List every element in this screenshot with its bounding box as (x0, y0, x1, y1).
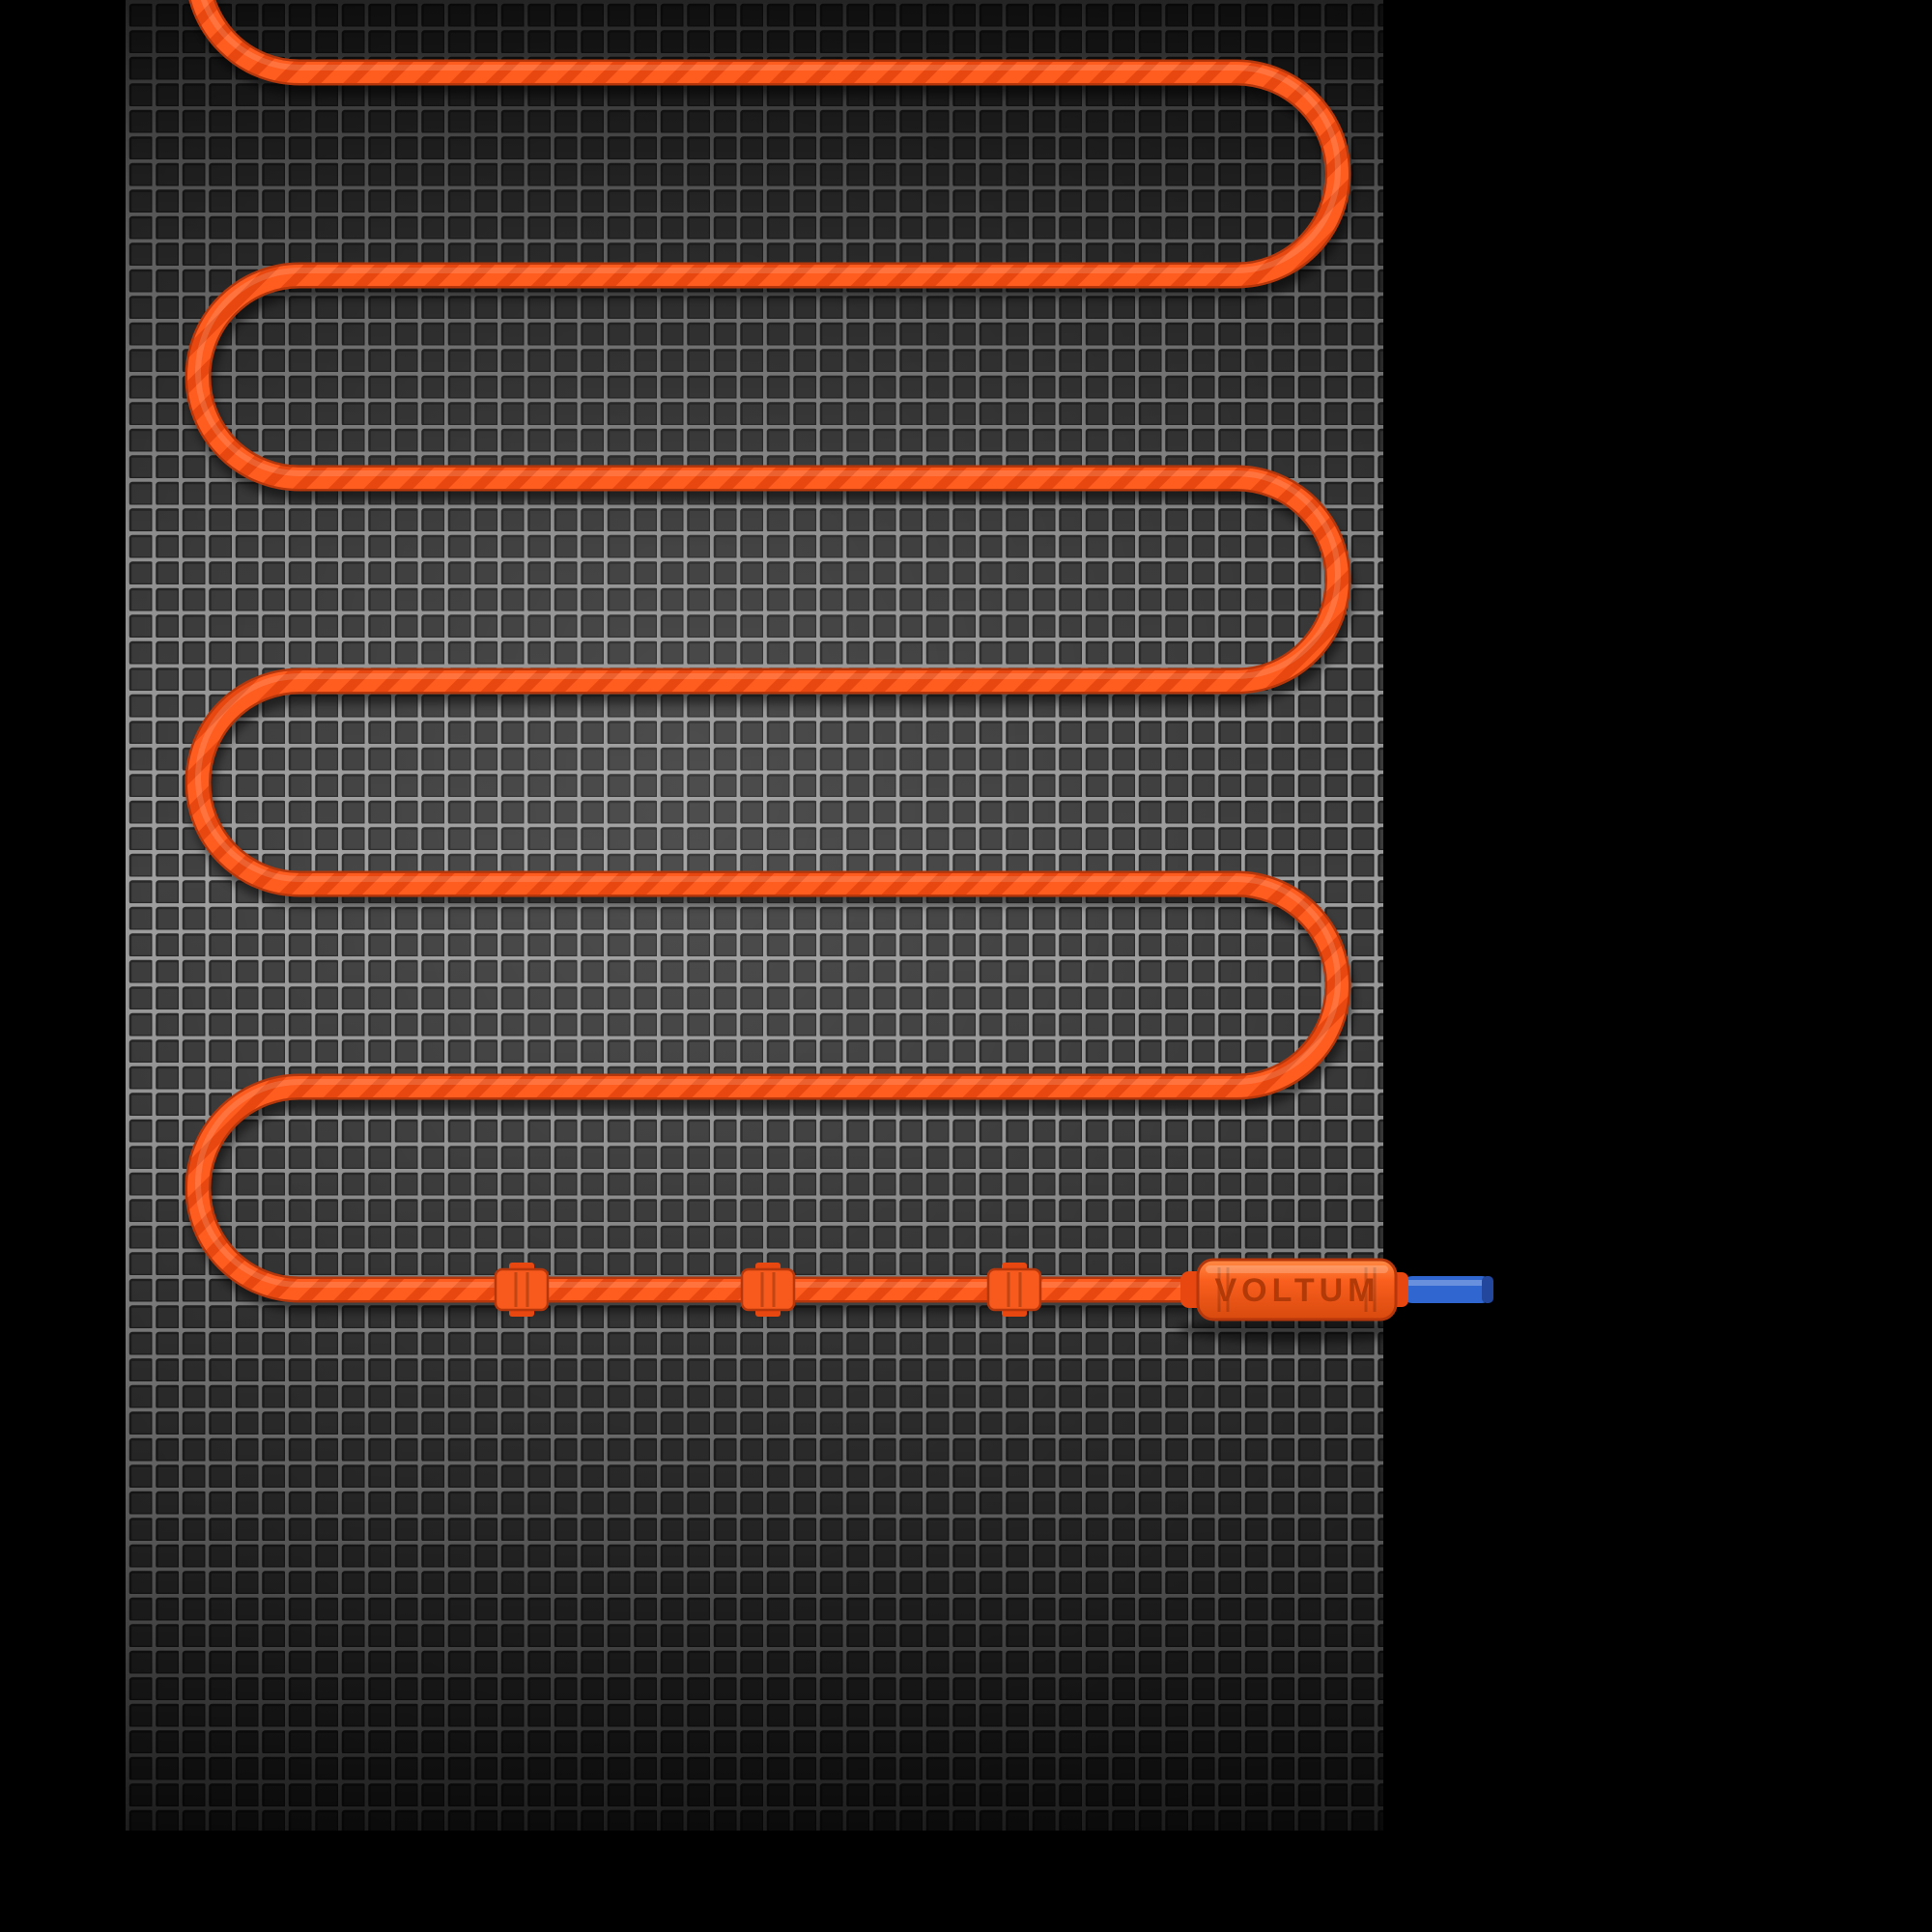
power-cord-end (1482, 1276, 1493, 1303)
mesh-grid (126, 0, 1383, 1831)
connector-shadow (1179, 1316, 1420, 1343)
power-cord (1401, 1276, 1493, 1303)
cable-clip-2 (740, 1263, 796, 1317)
cable-clip-3 (986, 1263, 1042, 1317)
clip-body (740, 1267, 796, 1312)
power-cord-body (1401, 1276, 1493, 1303)
connector-highlight (1206, 1265, 1388, 1273)
heating-cable (187, 0, 1349, 1300)
clip-body (986, 1267, 1042, 1312)
connector-body (1196, 1258, 1398, 1321)
heating-cable-highlight (195, 0, 1341, 1288)
cable-clip-1 (494, 1263, 550, 1317)
mesh-shading (126, 0, 1383, 1831)
power-cord-highlight (1405, 1280, 1488, 1286)
brand-label: VOLTUM (1214, 1272, 1379, 1309)
clip-body (494, 1267, 550, 1312)
connector-sleeve: VOLTUM (1180, 1258, 1408, 1321)
